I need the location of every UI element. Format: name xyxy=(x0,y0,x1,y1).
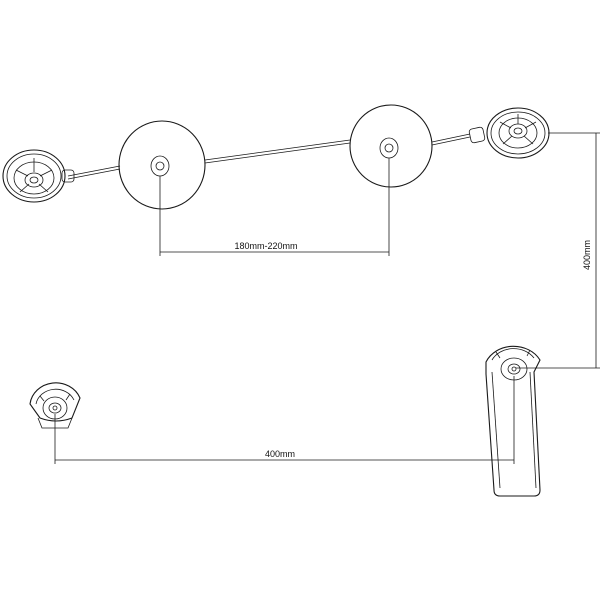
horizontal-dimension-label: 400mm xyxy=(265,449,295,459)
cable-assembly xyxy=(67,133,471,180)
cable-middle-segment xyxy=(204,139,351,161)
bottom-right-bracket xyxy=(485,345,541,497)
right-spacer-disc xyxy=(349,104,433,188)
right-wall-anchor xyxy=(468,107,550,159)
vertical-dimension xyxy=(516,132,600,369)
horizontal-dimension xyxy=(54,376,515,464)
cable-right-segment xyxy=(431,133,471,143)
left-spacer-disc xyxy=(118,120,206,210)
left-wall-anchor xyxy=(2,149,75,203)
vertical-dimension-label: 400mm xyxy=(582,240,592,270)
spacer-dimension xyxy=(159,158,390,256)
cable-left-segment xyxy=(67,165,121,177)
spacer-dimension-label: 180mm-220mm xyxy=(234,241,297,251)
